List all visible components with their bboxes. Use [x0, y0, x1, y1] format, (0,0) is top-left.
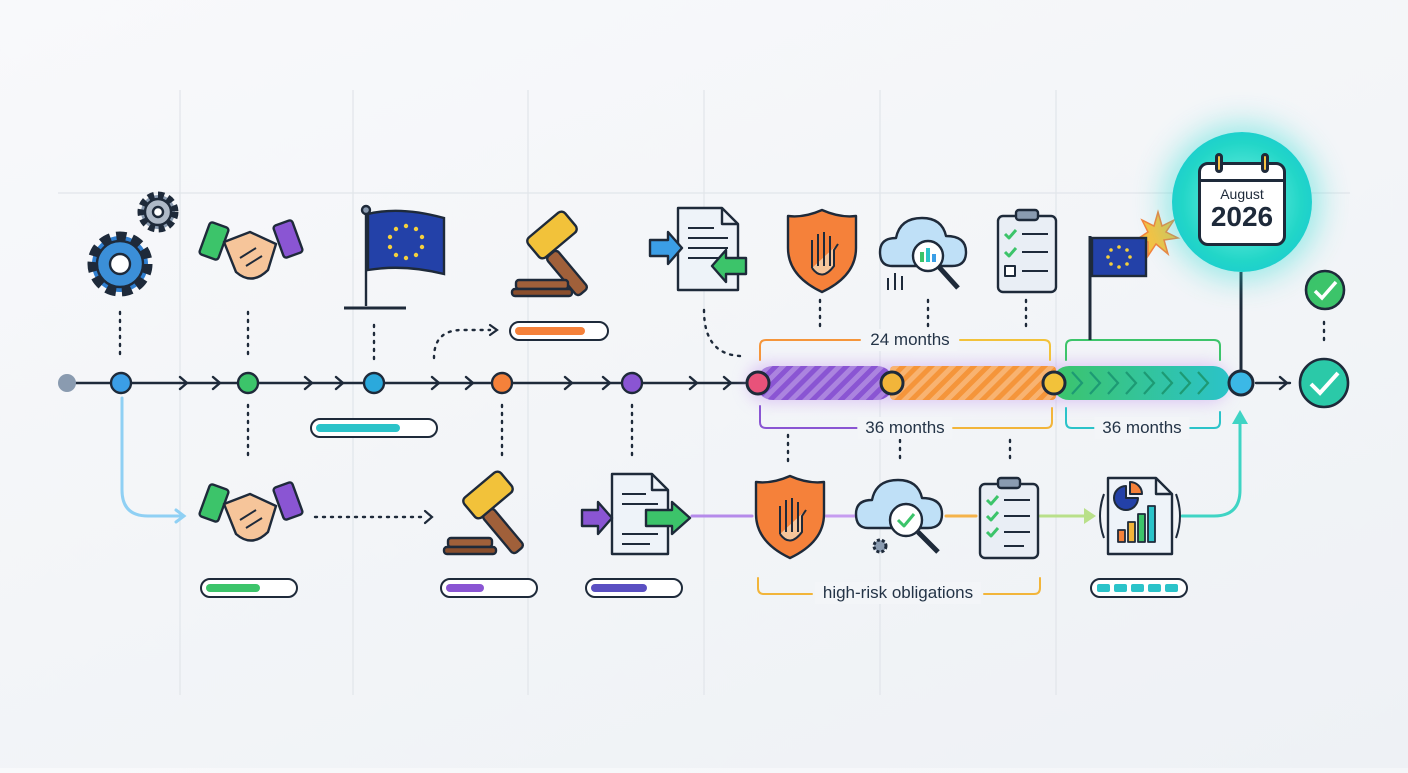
dotted-connectors: [118, 298, 1326, 519]
span-label-24-months: 24 months: [862, 329, 958, 351]
document-icon: [648, 206, 748, 292]
transition-bar: [748, 364, 1230, 402]
gavel-icon: [442, 470, 524, 556]
report-chart-icon: [1099, 476, 1181, 556]
eu-flag-icon: [1088, 209, 1181, 340]
calendar-month: August: [1220, 186, 1264, 202]
span-label-36-months-right: 36 months: [1094, 417, 1190, 439]
august-2026-milestone: August 2026: [1172, 132, 1312, 272]
shield-hand-icon: [786, 208, 858, 294]
bottom-flow: [120, 396, 1248, 524]
high-risk-obligations-label: high-risk obligations: [814, 582, 982, 604]
checklist-icon: [996, 208, 1058, 294]
span-brackets: [757, 339, 1221, 595]
calendar-ring: [1215, 153, 1223, 173]
progress-bars: [200, 321, 1188, 598]
cloud-search-icon: [878, 216, 968, 290]
check-circle-icon: [1304, 269, 1346, 311]
calendar-header: [1201, 165, 1283, 182]
handshake-icon: [198, 219, 304, 280]
calendar-ring: [1261, 153, 1269, 173]
eu-flag-icon: [344, 204, 446, 310]
span-label-36-months-left: 36 months: [857, 417, 953, 439]
cloud-search-icon: [854, 478, 944, 554]
timeline-nodes: [58, 272, 1255, 397]
calendar-icon: August 2026: [1198, 153, 1286, 246]
gavel-icon: [510, 210, 588, 298]
checklist-icon: [978, 476, 1040, 560]
handshake-icon: [198, 481, 304, 542]
gears-icon: [87, 191, 179, 297]
document-icon: [580, 472, 692, 556]
shield-hand-icon: [754, 474, 826, 560]
calendar-year: 2026: [1210, 201, 1274, 232]
check-circle-icon: [1298, 357, 1350, 409]
